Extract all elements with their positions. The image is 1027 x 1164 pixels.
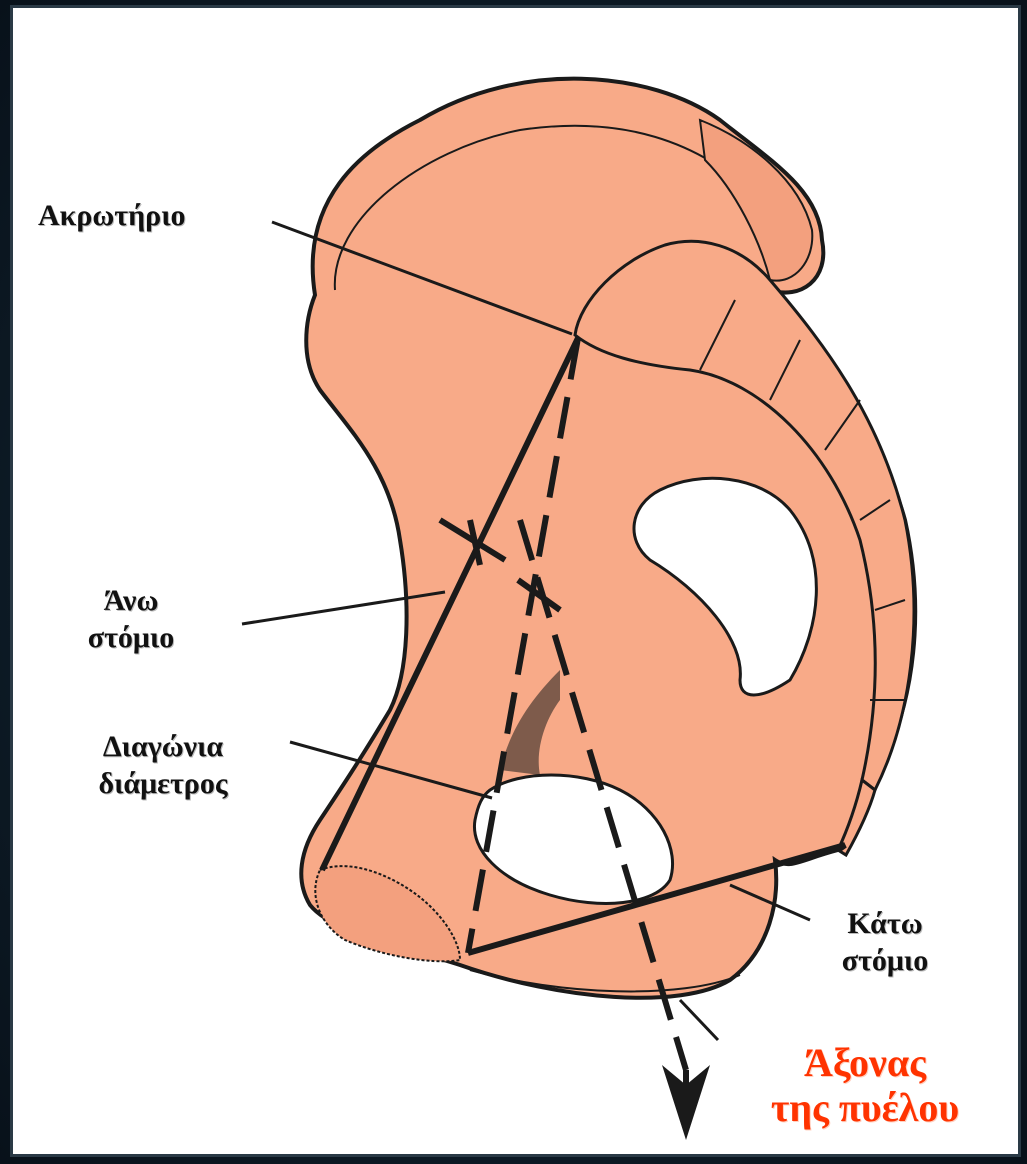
label-outlet-line2: στόμιο — [820, 942, 950, 979]
label-diagonal-diameter: Διαγώνια διάμετρος — [58, 728, 268, 802]
label-pelvic-axis: Άξονας της πυέλου — [730, 1040, 1000, 1130]
label-axis-line1: Άξονας — [730, 1040, 1000, 1085]
leader-axis — [680, 1000, 718, 1040]
label-diagonal-line1: Διαγώνια — [58, 728, 268, 765]
label-outlet: Κάτω στόμιο — [820, 905, 950, 979]
label-inlet: Άνω στόμιο — [66, 582, 196, 656]
label-outlet-line1: Κάτω — [820, 905, 950, 942]
label-inlet-line2: στόμιο — [66, 619, 196, 656]
label-axis-line2: της πυέλου — [730, 1085, 1000, 1130]
label-promontory: Ακρωτήριο — [38, 197, 186, 234]
label-inlet-line1: Άνω — [66, 582, 196, 619]
label-diagonal-line2: διάμετρος — [58, 765, 268, 802]
